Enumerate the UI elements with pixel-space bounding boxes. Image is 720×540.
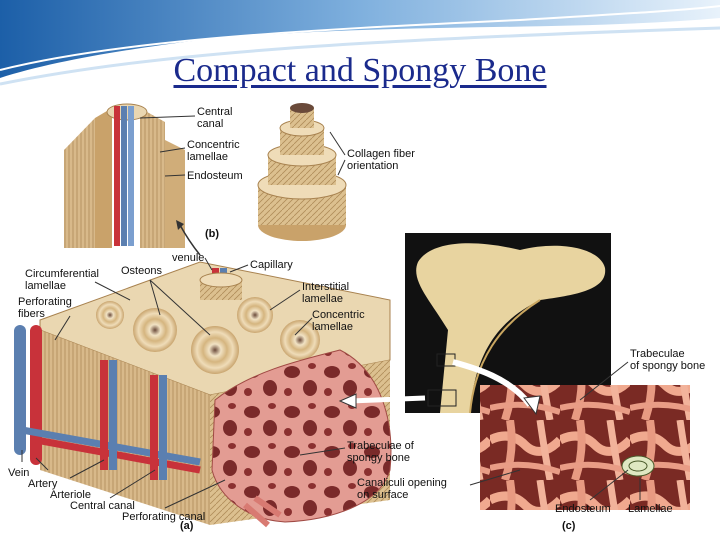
leader-lines (21, 115, 641, 509)
label-central-canal-bottom: Central canal (70, 500, 135, 512)
label-trabeculae-c: Trabeculae of spongy bone (630, 348, 706, 372)
label-venule: venule (172, 252, 205, 264)
label-central-canal: Central canal (197, 106, 233, 130)
collagen-osteon (257, 103, 347, 241)
osteon-cutaway (64, 103, 185, 248)
header-swoosh (0, 0, 720, 86)
label-circumferential-lamellae: Circumferential lamellae (25, 268, 99, 292)
label-vein: Vein (8, 467, 30, 479)
label-trabeculae-a: Trabeculae of spongy bone (347, 440, 414, 464)
label-osteons: Osteons (121, 265, 162, 277)
label-concentric-lamellae: Concentric lamellae (312, 309, 365, 333)
label-endosteum-c: Endosteum (555, 503, 611, 515)
slide-title: Compact and Spongy Bone (173, 52, 547, 89)
blood-vessels (14, 325, 282, 528)
trabeculae-photo (480, 385, 690, 510)
label-panel-b: (b) (205, 228, 220, 240)
label-artery: Artery (28, 478, 58, 490)
label-perforating-fibers: Perforating fibers (18, 296, 72, 320)
label-panel-c: (c) (562, 520, 576, 532)
label-lamellae-c: Lamellae (628, 503, 673, 515)
label-concentric-lamellae-top: Concentric lamellae (187, 139, 240, 163)
label-canaliculi: Canaliculi opening on surface (357, 477, 447, 501)
label-interstitial-lamellae: Interstitial lamellae (302, 281, 350, 305)
label-endosteum-top: Endosteum (187, 170, 243, 182)
label-collagen-fiber: Collagen fiber orientation (347, 148, 415, 172)
arrow-to-c (452, 359, 533, 407)
label-panel-a: (a) (180, 520, 194, 532)
arrow-to-b (179, 224, 201, 256)
label-arteriole: Arteriole (50, 489, 91, 501)
arrow-to-a (349, 395, 426, 404)
label-capillary: Capillary (250, 259, 293, 271)
label-perforating-canal: Perforating canal (122, 511, 206, 523)
